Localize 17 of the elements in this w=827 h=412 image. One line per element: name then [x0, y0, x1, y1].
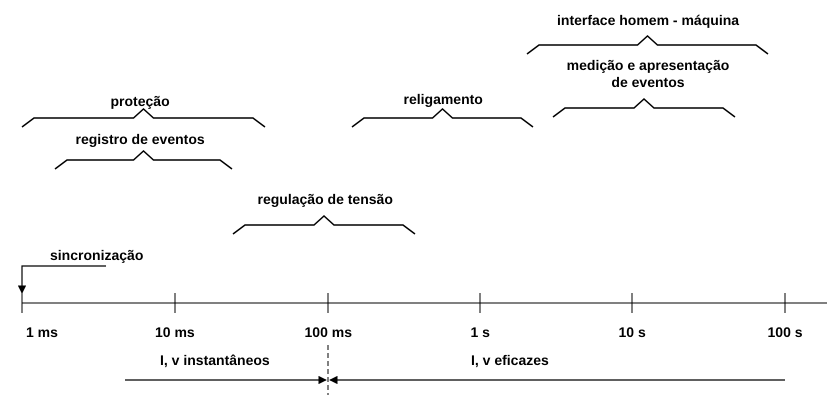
range-label: I, v instantâneos — [160, 352, 270, 369]
event-label: sincronização — [50, 247, 144, 264]
tick-label: 10 s — [618, 324, 646, 341]
activity-label: medição e apresentação de eventos — [566, 57, 730, 91]
activity-label: interface homem - máquina — [557, 12, 740, 29]
time-axis — [22, 292, 827, 314]
activity-label: religamento — [404, 91, 483, 108]
range-label: I, v eficazes — [471, 352, 549, 369]
arrow — [18, 265, 106, 294]
tick-label: 100 s — [768, 324, 803, 341]
activity-label: proteção — [110, 93, 170, 110]
tick-label: 1 s — [470, 324, 490, 341]
activity-label: regulação de tensão — [258, 191, 393, 208]
tick-label: 100 ms — [304, 324, 352, 341]
tick-label: 10 ms — [155, 324, 195, 341]
activity-label: registro de eventos — [76, 131, 205, 148]
tick-label: 1 ms — [26, 324, 58, 341]
